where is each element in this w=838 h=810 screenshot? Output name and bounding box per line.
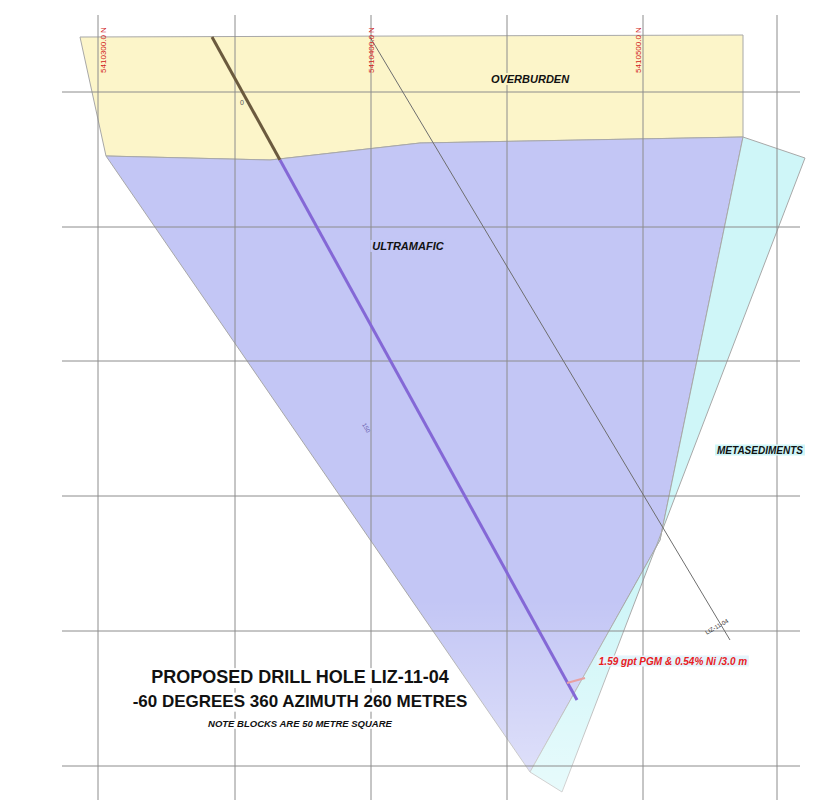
fade — [0, 600, 838, 810]
grid-line — [62, 361, 800, 362]
grid — [62, 15, 800, 800]
grid-line — [62, 766, 800, 767]
grid-line — [777, 15, 778, 800]
grid-line — [62, 227, 800, 228]
northing-label: 5410500.0 N — [635, 25, 644, 75]
northing-label: 5410300.0 N — [100, 25, 109, 75]
hole-spec: -60 DEGREES 360 AZIMUTH 260 METRES — [131, 693, 470, 712]
assay-callout: 1.59 gpt PGM & 0.54% Ni /3.0 m — [597, 656, 749, 667]
grid-line — [62, 92, 800, 93]
scale-note: NOTE BLOCKS ARE 50 METRE SQUARE — [206, 719, 394, 729]
depth-mark: 0 — [238, 99, 246, 107]
grid-line — [643, 15, 644, 800]
grid-line — [507, 15, 508, 800]
unit-name: ULTRAMAFIC — [370, 240, 445, 252]
diagram-title: PROPOSED DRILL HOLE LIZ-11-04 — [148, 668, 452, 688]
unit-name: OVERBURDEN — [489, 73, 571, 85]
grid-line — [98, 15, 99, 800]
grid-line — [62, 631, 800, 632]
drill-hole-overburden — [212, 37, 280, 160]
northing-label: 5410400.0 N — [368, 25, 377, 75]
drill-hole — [280, 160, 577, 700]
drill-trace-thin — [370, 37, 730, 640]
assay-interval — [567, 678, 585, 683]
grid-line — [62, 496, 800, 497]
unit-name: METASEDIMENTS — [715, 445, 805, 456]
